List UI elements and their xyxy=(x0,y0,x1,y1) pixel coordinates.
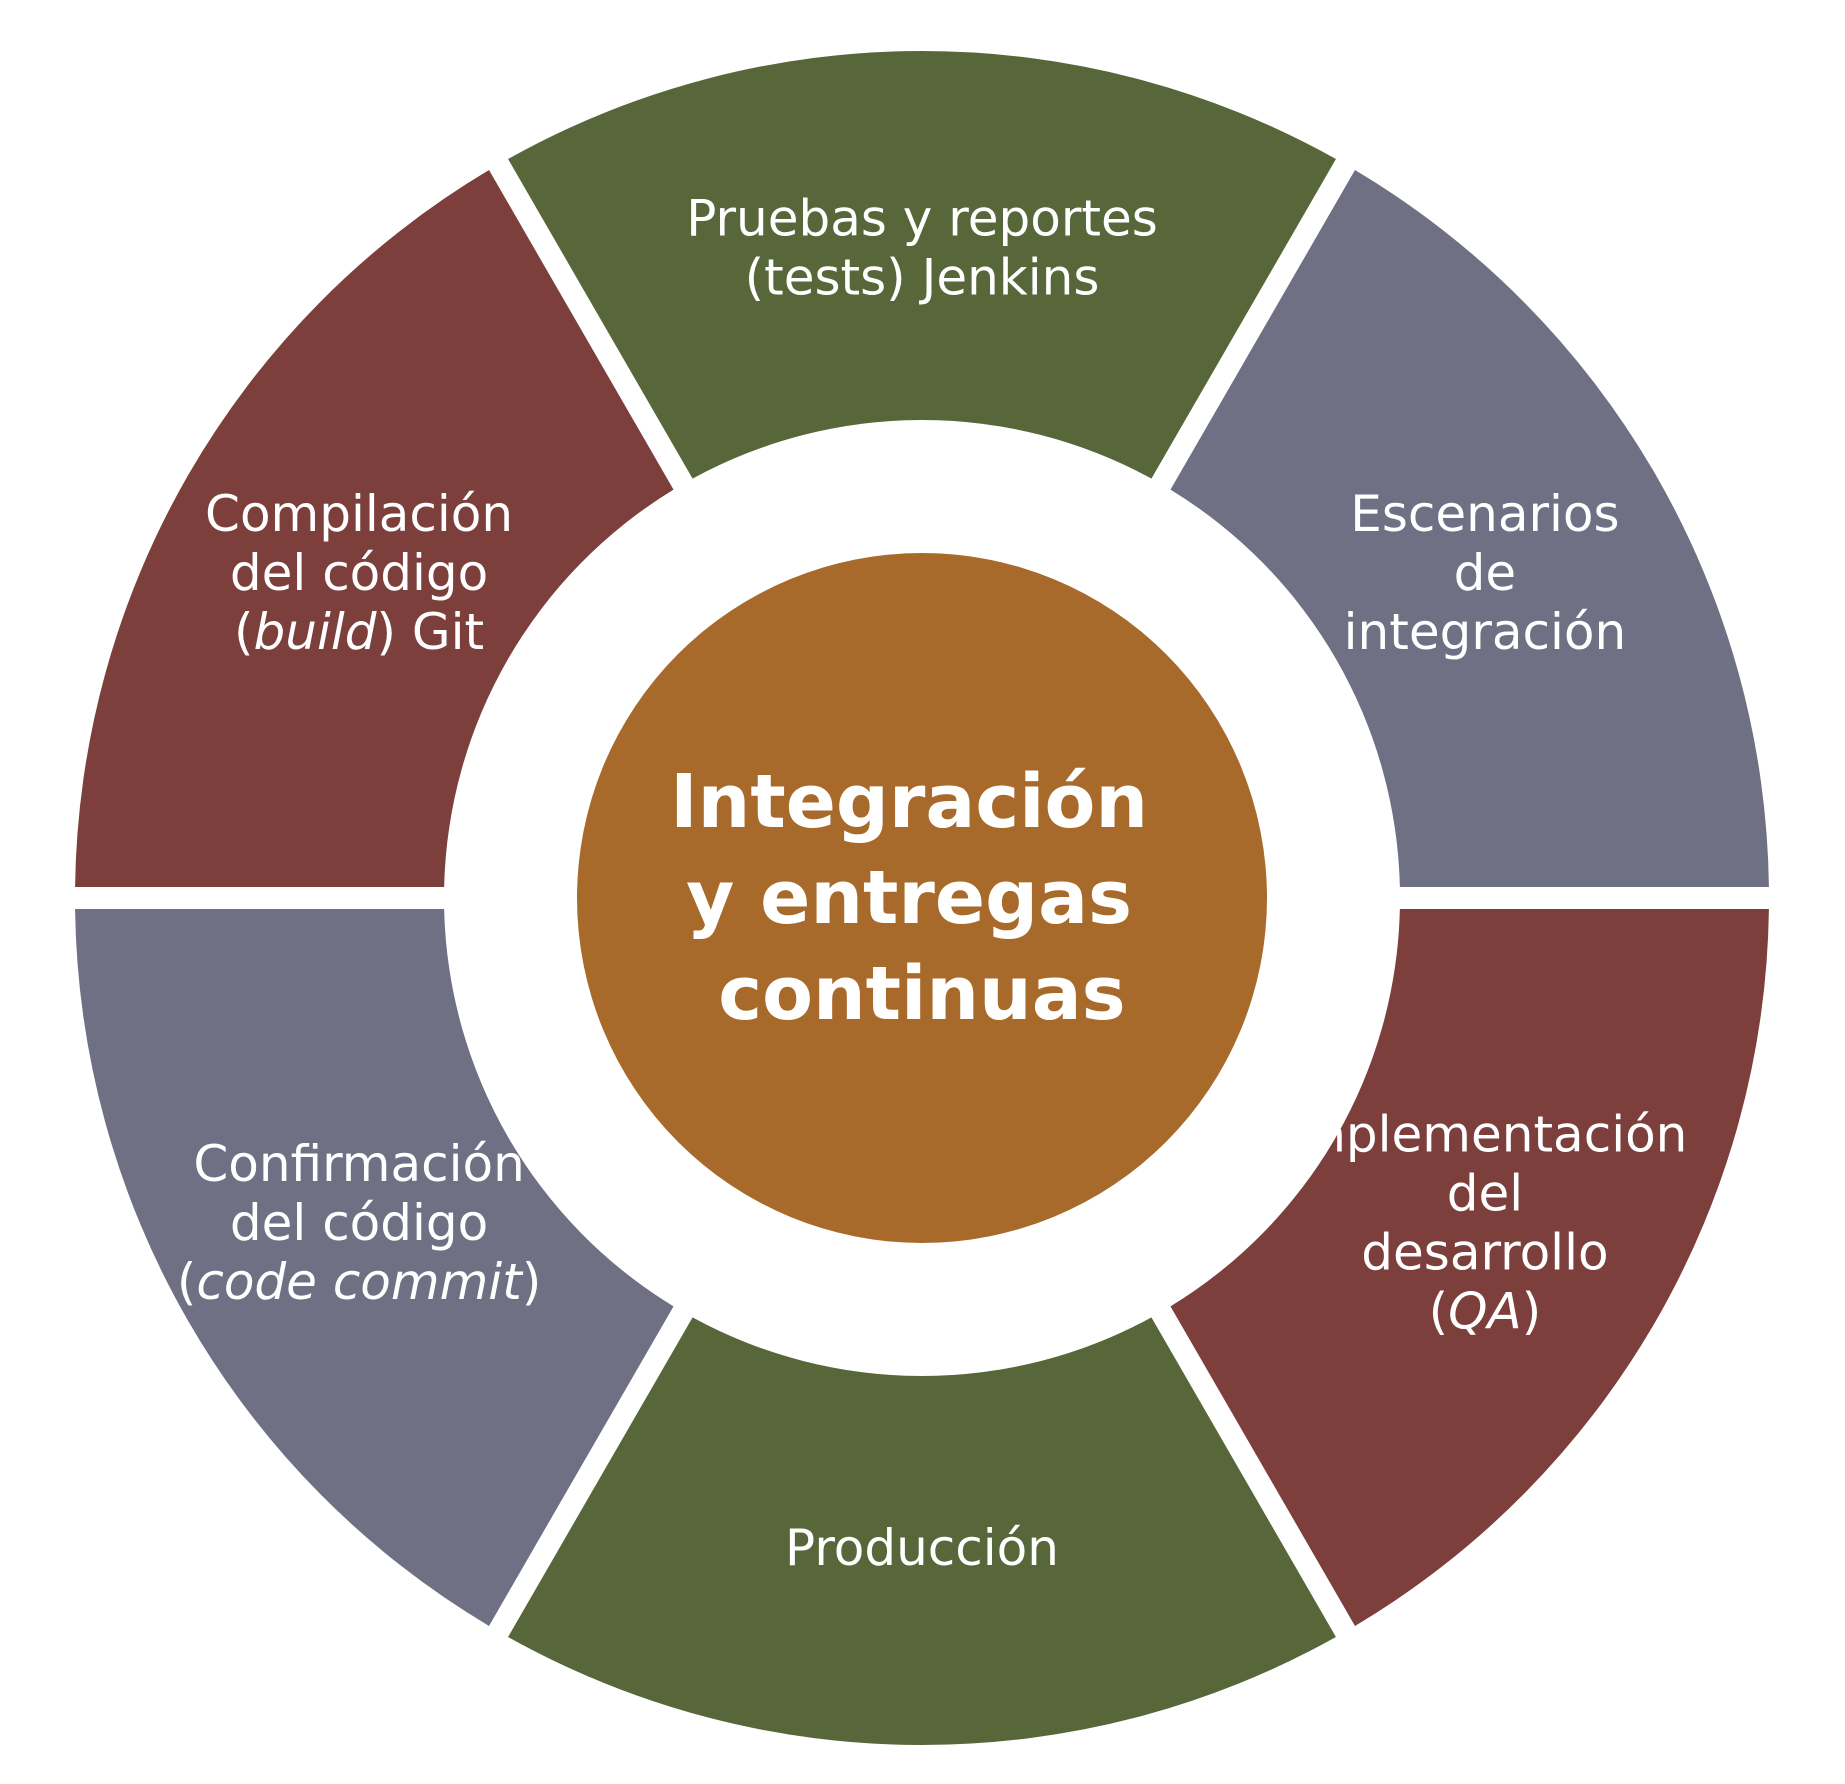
segment-pruebas xyxy=(508,51,1336,479)
label-text: ) Git xyxy=(376,603,484,661)
label-text: Implementación xyxy=(1282,1106,1687,1164)
label-text: Pruebas y reportes xyxy=(686,190,1158,248)
label-text: (tests) Jenkins xyxy=(745,249,1100,307)
segment-confirmacion xyxy=(75,908,674,1626)
center-title-line-3: continuas xyxy=(718,951,1125,1037)
segment-label-line: desarrollo xyxy=(1361,1224,1608,1282)
center-title-line-2: y entregas xyxy=(686,855,1132,941)
segment-label-line: de xyxy=(1454,544,1517,602)
label-text: ) xyxy=(522,1253,542,1311)
label-text: ( xyxy=(1429,1283,1449,1341)
segment-label-line: Confirmación xyxy=(193,1135,524,1193)
segment-compilacion xyxy=(75,170,674,888)
center-hub xyxy=(577,553,1267,1243)
segment-label-produccion: Producción xyxy=(785,1519,1059,1577)
label-text: del código xyxy=(230,544,488,602)
wheel-segments xyxy=(75,51,1769,1745)
label-text: ( xyxy=(177,1253,197,1311)
italic-term: build xyxy=(254,603,377,661)
label-text: de xyxy=(1454,544,1517,602)
label-text: Compilación xyxy=(205,485,513,543)
segment-label-line: del xyxy=(1447,1165,1523,1223)
label-text: Producción xyxy=(785,1519,1059,1577)
segment-label-line: Compilación xyxy=(205,485,513,543)
italic-term: code commit xyxy=(196,1253,524,1311)
segment-label-line: del código xyxy=(230,1194,488,1252)
label-text: del código xyxy=(230,1194,488,1252)
segment-label-line: Implementación xyxy=(1282,1106,1687,1164)
center-title-line-1: Integración xyxy=(670,759,1148,845)
segment-implementacion xyxy=(1170,908,1769,1626)
segment-label-line: (build) Git xyxy=(234,603,484,661)
label-text: integración xyxy=(1344,603,1627,661)
segment-label-line: Escenarios xyxy=(1350,485,1619,543)
label-text: Escenarios xyxy=(1350,485,1619,543)
label-text: del xyxy=(1447,1165,1523,1223)
segment-label-line: (QA) xyxy=(1429,1283,1542,1341)
segment-label-line: integración xyxy=(1344,603,1627,661)
segment-label-line: (code commit) xyxy=(177,1253,542,1311)
label-text: ) xyxy=(1522,1283,1542,1341)
segment-label-pruebas: Pruebas y reportes(tests) Jenkins xyxy=(686,190,1158,307)
segment-produccion xyxy=(508,1317,1336,1745)
segment-label-line: Pruebas y reportes xyxy=(686,190,1158,248)
label-text: Confirmación xyxy=(193,1135,524,1193)
segment-label-line: (tests) Jenkins xyxy=(745,249,1100,307)
segment-label-line: del código xyxy=(230,544,488,602)
italic-term: QA xyxy=(1448,1283,1522,1341)
center-title: Integración y entregas continuas xyxy=(670,759,1174,1037)
label-text: desarrollo xyxy=(1361,1224,1608,1282)
wheel-labels: Pruebas y reportes(tests) JenkinsEscenar… xyxy=(177,190,1688,1578)
segment-escenarios xyxy=(1170,170,1769,888)
segment-label-line: Producción xyxy=(785,1519,1059,1577)
label-text: ( xyxy=(234,603,254,661)
